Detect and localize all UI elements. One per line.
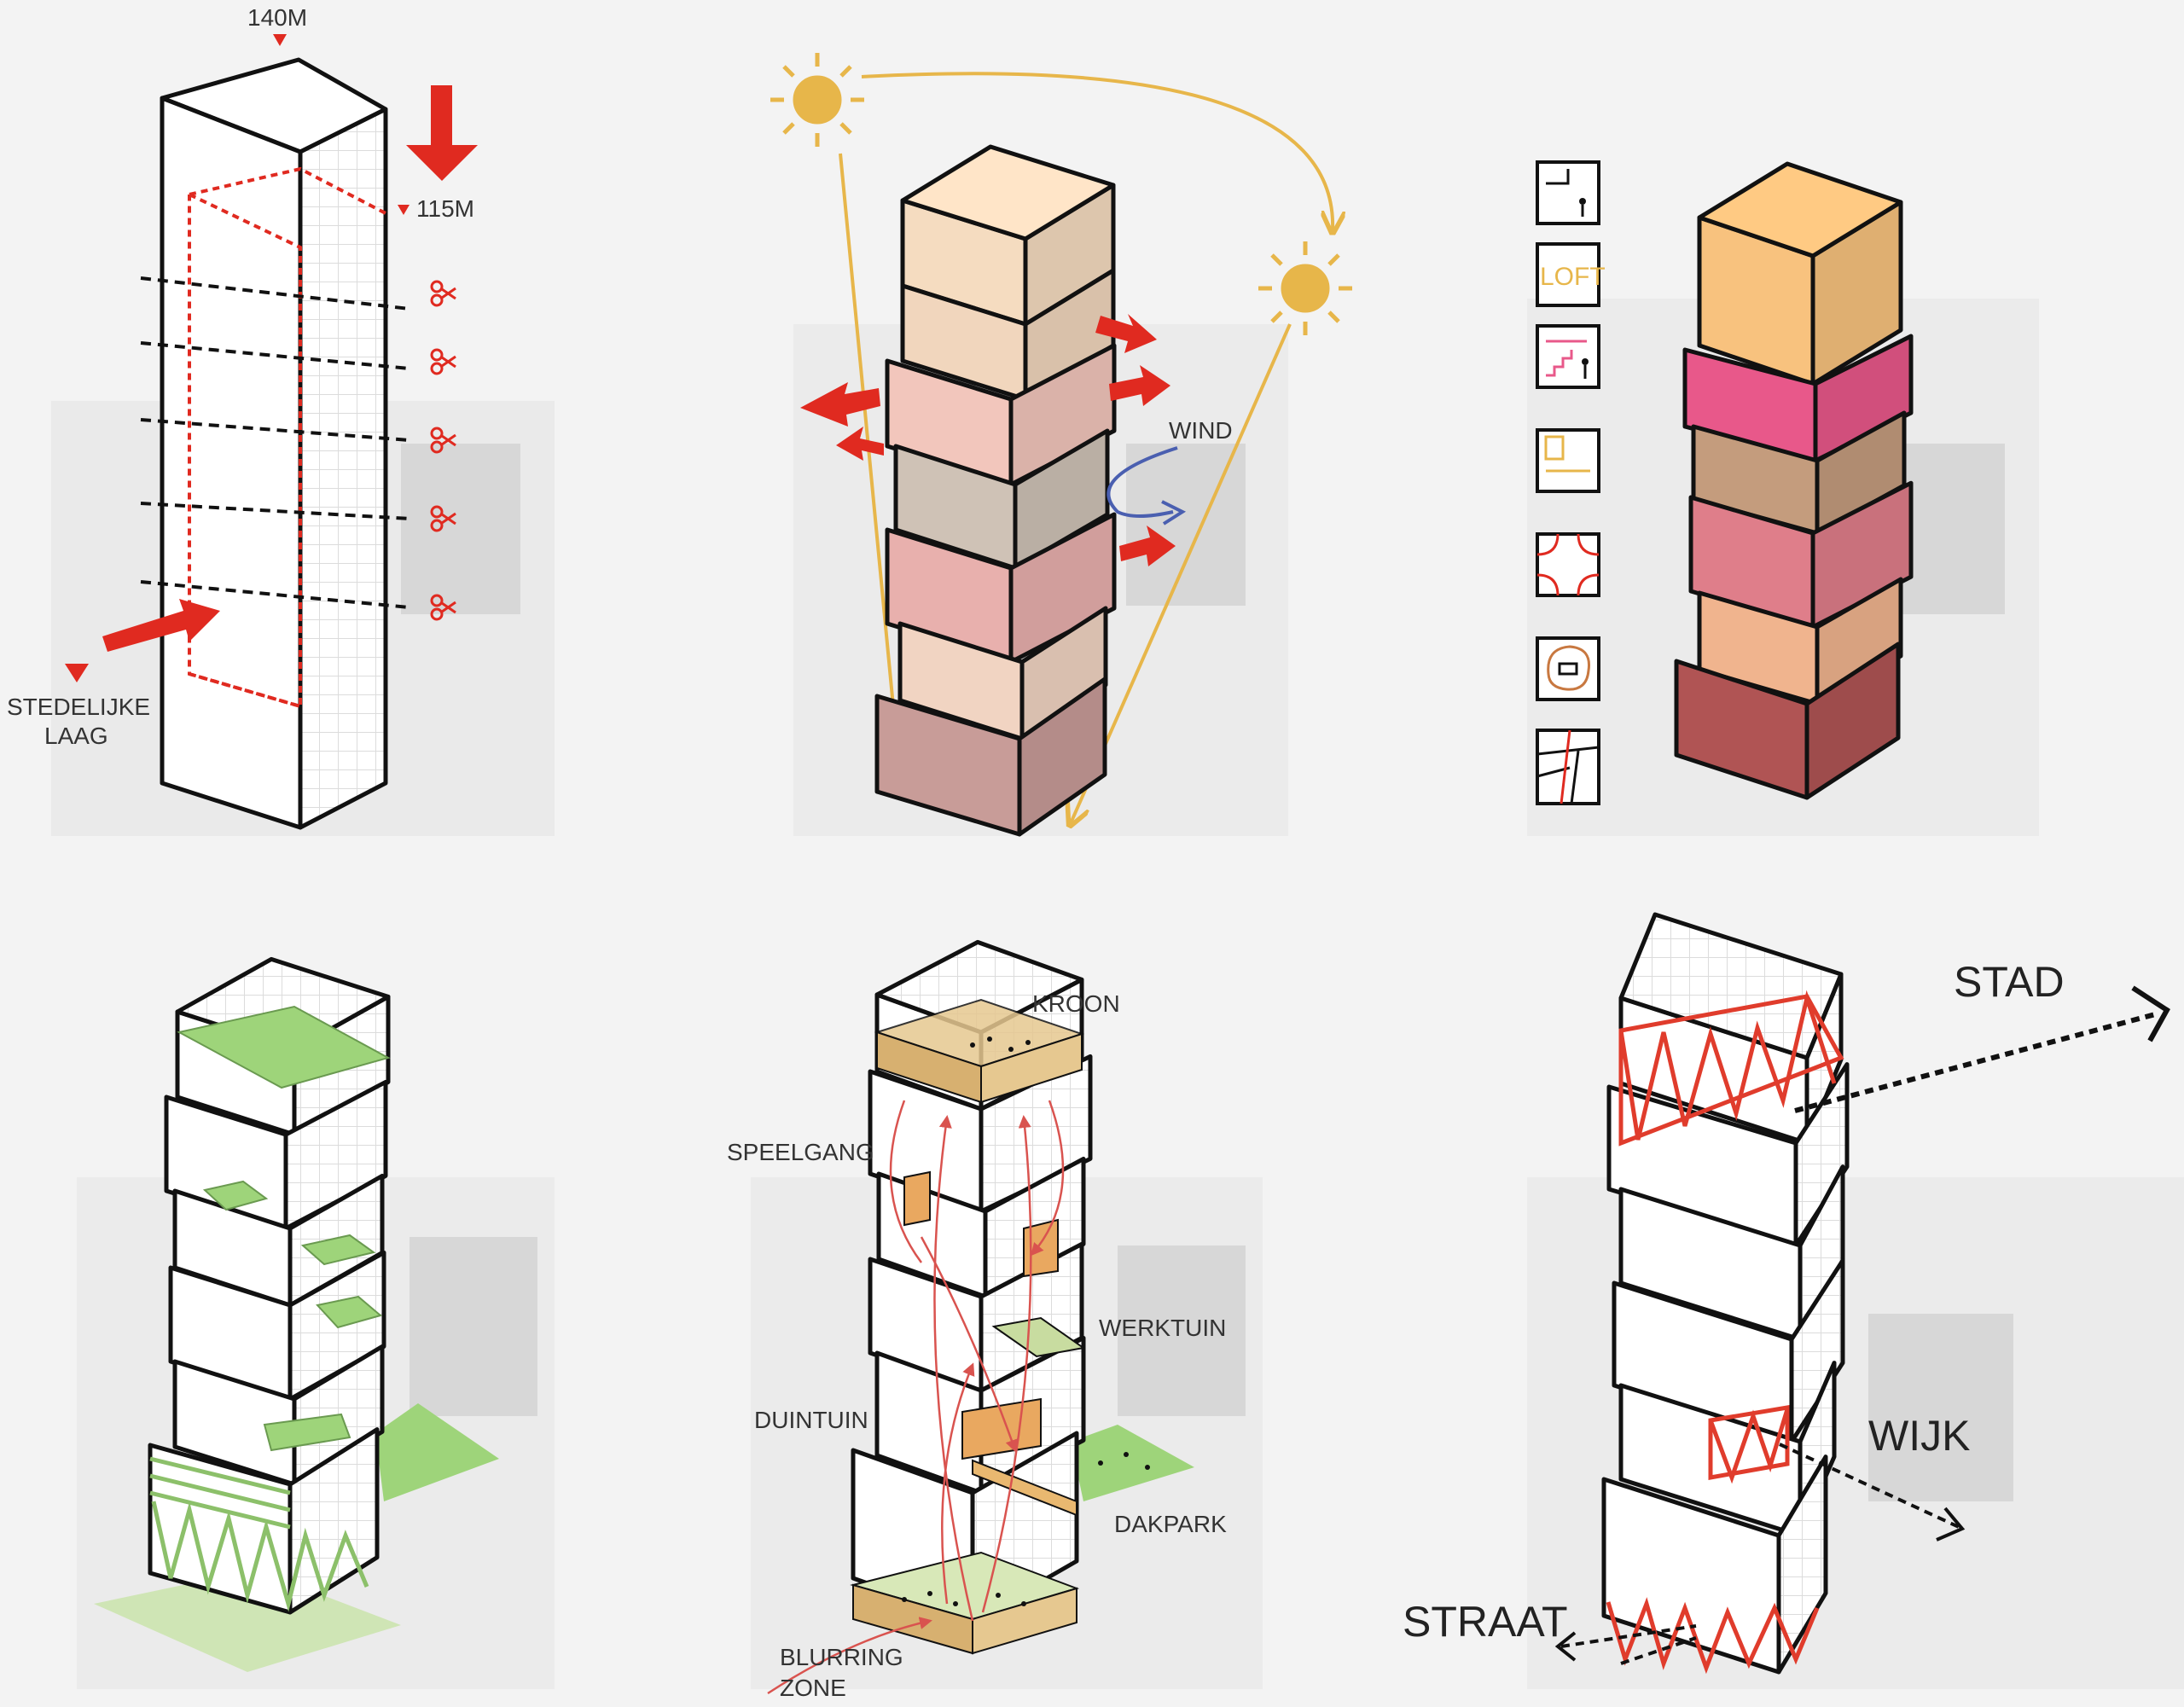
stair-icon xyxy=(1536,324,1600,389)
sun-icon-right xyxy=(1258,241,1352,335)
panel-green xyxy=(94,956,499,1672)
label-straat: STRAAT xyxy=(1403,1598,1568,1646)
tower-block-side xyxy=(1776,1454,1828,1675)
cut-lines xyxy=(140,276,410,609)
tower-block-roof xyxy=(1618,912,1844,1060)
label-zone: ZONE xyxy=(780,1675,846,1701)
scissors-icons xyxy=(430,280,456,621)
studio-icon xyxy=(1536,160,1600,225)
label-115m: 115M xyxy=(416,195,474,222)
tower-route xyxy=(851,939,1093,1623)
label-speelgang: SPEELGANG xyxy=(727,1139,874,1165)
tower-block-side xyxy=(1008,343,1117,487)
circulation-paths xyxy=(767,1100,1065,1695)
crossroads-icon xyxy=(1536,532,1600,597)
tower-program xyxy=(1674,161,1914,800)
label-stedelijke: STEDELIJKE xyxy=(7,694,150,720)
scale-arrowheads xyxy=(1554,985,2170,1662)
tower-block-side xyxy=(1813,334,1914,463)
dakpark-green xyxy=(1071,1425,1194,1501)
panel-climate: WIND xyxy=(770,53,1352,837)
tower-cut xyxy=(160,57,388,830)
wind-arrows xyxy=(800,314,1187,566)
sun-path xyxy=(839,72,1333,823)
red-arrows xyxy=(102,85,478,652)
label-wind: WIND xyxy=(1169,417,1233,444)
label-blurring: BLURRING xyxy=(780,1644,903,1670)
program-legend xyxy=(1536,160,1600,805)
roof-park-green xyxy=(375,1403,499,1501)
loft-icon xyxy=(1536,242,1600,307)
sun-icon-left xyxy=(770,53,864,147)
label-kroon: KROON xyxy=(1032,990,1120,1017)
tower-block-side xyxy=(1793,1062,1850,1248)
red-trusses xyxy=(1606,990,1844,1675)
green-base-truss xyxy=(149,1456,369,1612)
cut-red-outline xyxy=(188,166,386,709)
tower-block-roof xyxy=(900,144,1116,241)
route-icon xyxy=(1536,729,1600,805)
panel-cut: 140M 115M STEDELIJKE LAAG xyxy=(7,4,478,830)
label-dakpark: DAKPARK xyxy=(1114,1511,1227,1537)
tower-block-side xyxy=(1815,577,1903,706)
tower-block-side xyxy=(1017,676,1107,837)
label-werktuin: WERKTUIN xyxy=(1099,1315,1226,1341)
label-stad: STAD xyxy=(1954,958,2065,1006)
scale-arrows xyxy=(1560,1011,2159,1665)
label-duintuin: DUINTUIN xyxy=(754,1407,868,1433)
tower-block-roof xyxy=(1697,161,1903,258)
tower-block-side xyxy=(1810,480,1914,630)
tower-block-side xyxy=(1789,1258,1845,1444)
tower-block-side xyxy=(1008,512,1117,665)
green-terraces xyxy=(177,1005,391,1452)
plan-icon xyxy=(1536,428,1600,493)
tower-block-side xyxy=(1013,428,1110,571)
label-laag: LAAG xyxy=(44,723,108,749)
people-dots xyxy=(902,1036,1150,1606)
tower-block-side xyxy=(288,1427,380,1615)
panel-scales: STAD WIJK STRAAT xyxy=(1403,912,2170,1675)
height-markers xyxy=(65,34,410,682)
legend-loft-text: LOFT xyxy=(1540,263,1606,291)
panel-public-route: KROON SPEELGANG WERKTUIN DUINTUIN DAKPAR… xyxy=(727,939,1227,1701)
tower-block-side xyxy=(283,1079,388,1231)
park-icon xyxy=(1536,636,1600,701)
tower-climate xyxy=(874,144,1117,837)
tower-scales xyxy=(1601,912,1850,1675)
tower-block-side xyxy=(1804,642,1901,800)
label-wijk: WIJK xyxy=(1868,1412,1970,1460)
ground-green xyxy=(94,1570,401,1672)
label-140m: 140M xyxy=(247,4,307,31)
panel-program: LOFT xyxy=(1536,160,1914,805)
